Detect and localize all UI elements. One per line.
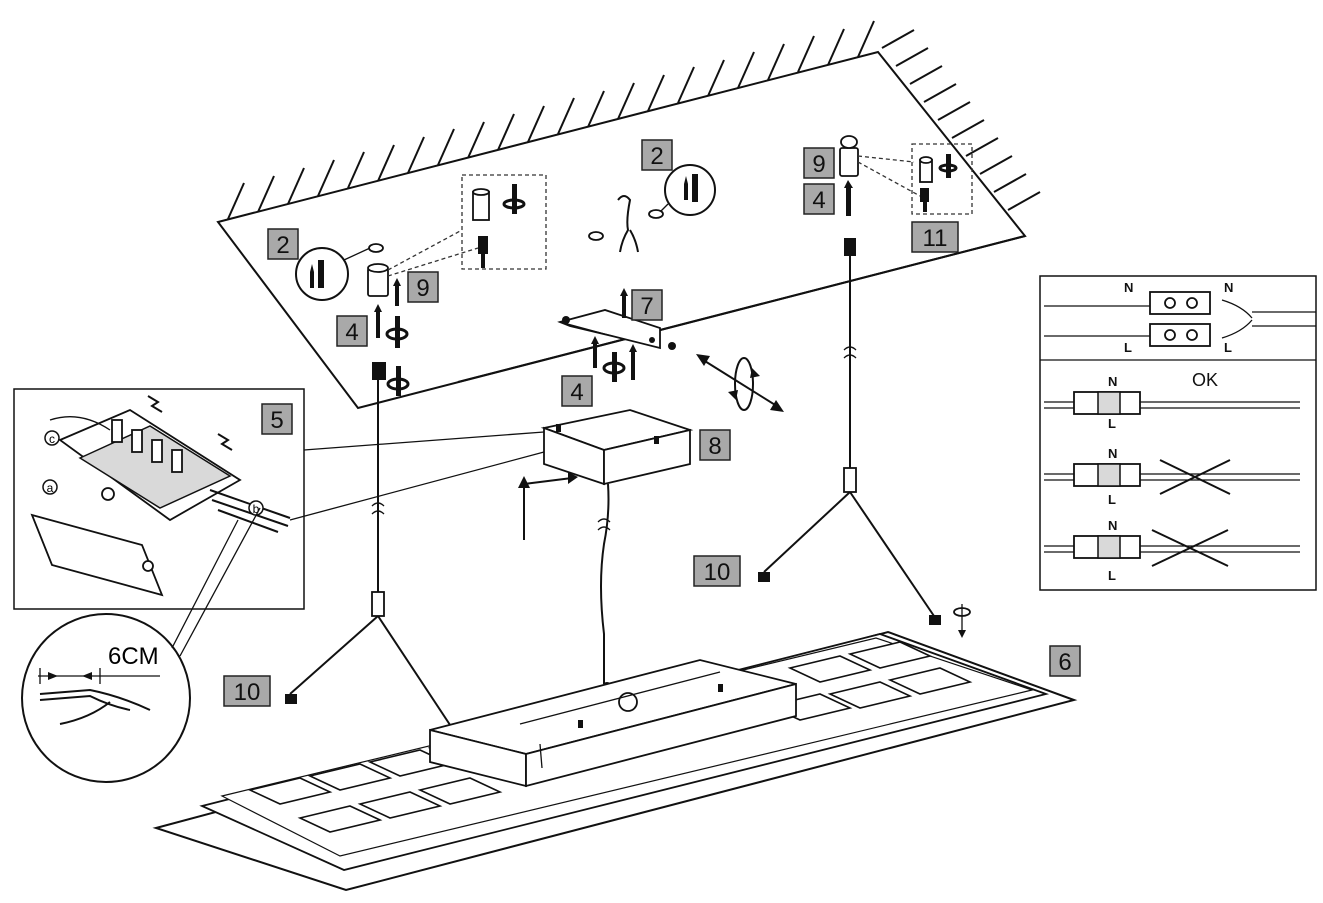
- callout-8: 8: [699, 429, 731, 461]
- right-anchor-group: [839, 135, 973, 256]
- left-anchor-group: [295, 174, 547, 396]
- letter-a: a: [47, 481, 54, 495]
- svg-text:9: 9: [416, 275, 429, 302]
- callout-9-right: 9: [803, 147, 835, 179]
- live-label: L: [1108, 492, 1116, 507]
- threaded-nut-icon: [920, 188, 929, 212]
- magnifier-bubble: [664, 164, 716, 216]
- power-cable: [600, 483, 610, 684]
- letter-c: c: [49, 432, 55, 446]
- callout-9-left: 9: [407, 271, 439, 303]
- washer-screw-icon: [385, 316, 409, 348]
- svg-text:8: 8: [708, 433, 721, 460]
- screw-washer-icon: [502, 184, 526, 214]
- svg-text:10: 10: [704, 559, 731, 586]
- washer-screw-icon: [602, 352, 626, 382]
- svg-text:10: 10: [234, 679, 261, 706]
- svg-text:4: 4: [812, 187, 825, 214]
- detail-box-right: [911, 143, 973, 215]
- terminal-block-drawing: [30, 395, 291, 597]
- anchor-cup-icon: [839, 135, 859, 177]
- rotate-arrow-icon: [696, 354, 784, 412]
- live-label: L: [1108, 568, 1116, 583]
- arrow-up-icon: [518, 472, 578, 540]
- callout-labels: 2 2 9 9 4 4 4 5: [223, 139, 1081, 707]
- suspension-hook-right: [844, 238, 856, 256]
- ok-label: OK: [1192, 370, 1218, 390]
- callout-2-center: 2: [641, 139, 673, 171]
- svg-text:6: 6: [1058, 649, 1071, 676]
- threaded-nut-icon: [478, 236, 488, 268]
- supply-wire: [617, 195, 639, 253]
- terminal-wrong-row: N L: [1044, 446, 1300, 507]
- screw-icon: [393, 278, 401, 306]
- cross-icon: [1151, 529, 1229, 567]
- screw-icon: [629, 344, 637, 380]
- callout-2-left: 2: [267, 228, 299, 260]
- callout-4-left: 4: [336, 315, 368, 347]
- ceiling-plane: [216, 20, 1041, 410]
- callout-10-left: 10: [223, 675, 271, 707]
- svg-text:5: 5: [270, 407, 283, 434]
- svg-text:4: 4: [345, 319, 358, 346]
- svg-text:11: 11: [923, 225, 948, 252]
- screw-icon: [844, 180, 853, 216]
- mounting-bracket-icon: [557, 288, 676, 350]
- callout-11: 11: [911, 221, 959, 253]
- ceiling-hatching: [227, 20, 1041, 220]
- screw-washer-icon: [938, 154, 958, 178]
- callout-7: 7: [631, 289, 663, 321]
- rotate-arrow-icon: [953, 604, 971, 638]
- driver-housing: [429, 659, 797, 788]
- callout-4-right: 4: [803, 183, 835, 215]
- terminal-correct: N L N L: [1044, 280, 1316, 355]
- terminal-ok-row: N L OK: [1044, 370, 1300, 431]
- live-label: L: [1124, 340, 1132, 355]
- screw-icon: [374, 304, 382, 338]
- strip-length-detail: 6CM: [21, 507, 261, 783]
- terminal-detail-panel: c a b: [13, 388, 545, 610]
- cross-icon: [1159, 459, 1231, 495]
- svg-text:2: 2: [276, 232, 289, 259]
- neutral-label: N: [1108, 518, 1117, 533]
- neutral-label: N: [1124, 280, 1133, 295]
- screw-icon: [310, 260, 324, 288]
- center-anchor-group: [557, 164, 784, 412]
- callout-5: 5: [261, 403, 293, 435]
- callout-10-right: 10: [693, 555, 741, 587]
- callout-4-center: 4: [561, 375, 593, 407]
- neutral-label: N: [1108, 374, 1117, 389]
- suspension-hook-left: [372, 362, 410, 396]
- svg-text:7: 7: [640, 293, 653, 320]
- anchor-cup-icon: [367, 263, 389, 297]
- wiring-panel: N L N L N L OK N L: [1039, 275, 1317, 591]
- svg-text:9: 9: [812, 151, 825, 178]
- neutral-label: N: [1108, 446, 1117, 461]
- luminaire-body: [152, 630, 1078, 892]
- cup-detail-icon: [919, 156, 933, 183]
- letter-b: b: [253, 502, 260, 516]
- live-label: L: [1108, 416, 1116, 431]
- cup-detail-icon: [472, 188, 490, 221]
- neutral-label: N: [1224, 280, 1233, 295]
- callout-6: 6: [1049, 645, 1081, 677]
- live-label: L: [1224, 340, 1232, 355]
- svg-text:2: 2: [650, 143, 663, 170]
- terminal-wrong-row: N L: [1044, 518, 1300, 583]
- svg-text:4: 4: [570, 379, 583, 406]
- left-suspension-cable: [285, 380, 468, 748]
- screw-icon: [684, 174, 698, 202]
- screw-icon: [591, 336, 599, 368]
- strip-length-label: 6CM: [108, 643, 159, 670]
- detail-box-left: [461, 174, 547, 270]
- right-suspension-cable: [758, 256, 971, 638]
